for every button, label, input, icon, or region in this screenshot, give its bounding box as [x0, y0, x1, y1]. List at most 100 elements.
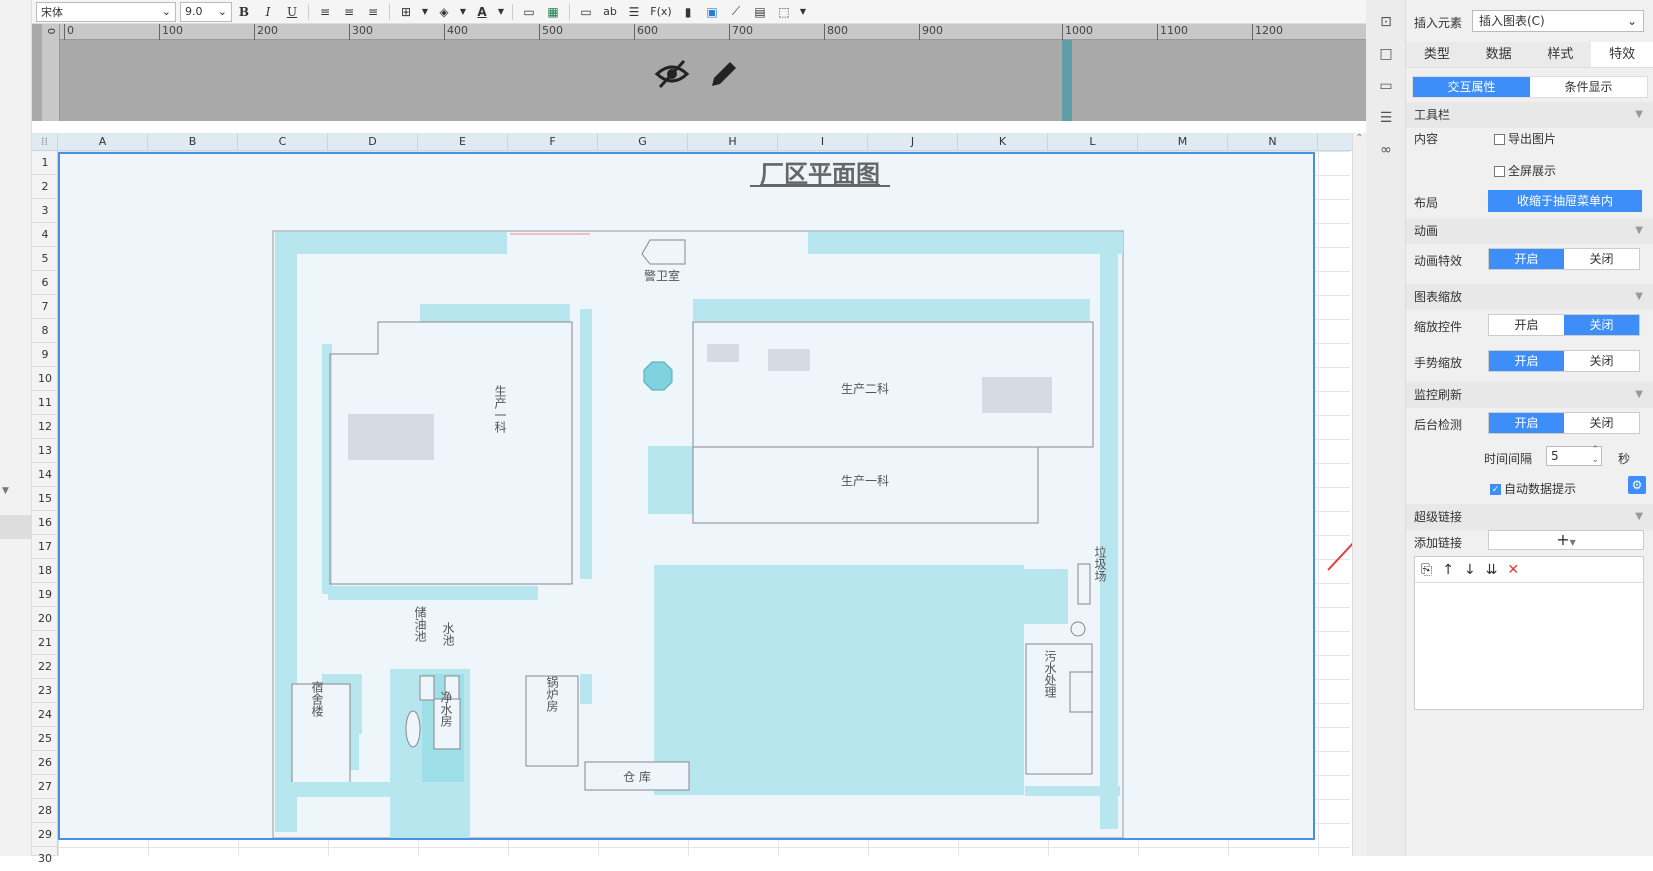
prod2-strip[interactable]: [693, 299, 1090, 321]
floor-plan-chart[interactable]: 厂区平面图 警卫室 生产一科 生产二科 生产一科: [58, 152, 1315, 840]
north-strip-left[interactable]: [275, 232, 507, 254]
sewage-building[interactable]: [1025, 643, 1093, 775]
border-icon[interactable]: ⊞: [400, 4, 412, 19]
column-header[interactable]: J: [868, 133, 958, 151]
prod1-right-building[interactable]: [692, 446, 1039, 524]
text-button[interactable]: ab: [603, 5, 617, 18]
align-center-icon[interactable]: ≡: [343, 4, 355, 19]
formula-button[interactable]: F(x): [650, 5, 672, 18]
section-monitor[interactable]: 监控刷新 ▼: [1406, 382, 1653, 408]
row-header[interactable]: 26: [32, 751, 58, 775]
column-header[interactable]: K: [958, 133, 1048, 151]
form-icon[interactable]: ▤: [754, 4, 766, 19]
east-strip[interactable]: [1100, 239, 1118, 829]
page-header-area[interactable]: [32, 24, 1366, 121]
auto-tip-option[interactable]: ✓自动数据提示: [1490, 480, 1576, 497]
section-hyperlink[interactable]: 超级链接 ▼: [1406, 504, 1653, 530]
animation-off-button[interactable]: 关闭: [1589, 252, 1614, 266]
subtab-condition[interactable]: 条件显示: [1564, 80, 1613, 94]
row-header[interactable]: 30: [32, 847, 58, 865]
stepper-icon[interactable]: ⌃⌄: [1591, 445, 1599, 465]
row-header[interactable]: 11: [32, 391, 58, 415]
auto-tip-checkbox[interactable]: ✓: [1490, 484, 1501, 495]
garbage-green[interactable]: [1024, 569, 1068, 624]
align-right-icon[interactable]: ≡: [367, 4, 379, 19]
subtab-interaction[interactable]: 交互属性: [1413, 77, 1530, 97]
column-header[interactable]: C: [238, 133, 328, 151]
boiler-house[interactable]: [525, 675, 579, 767]
tab-data[interactable]: 数据: [1485, 47, 1512, 62]
select-all-icon[interactable]: ⁞⁞: [32, 133, 58, 151]
fill-color-icon[interactable]: ◈: [439, 4, 449, 19]
row-header[interactable]: 28: [32, 799, 58, 823]
font-size-select[interactable]: 9.0 ⌄: [180, 1, 232, 22]
column-header[interactable]: F: [508, 133, 598, 151]
guard-room[interactable]: [641, 239, 686, 265]
west-strip[interactable]: [275, 232, 297, 832]
scroll-up-icon[interactable]: ⌃: [1355, 133, 1364, 144]
export-image-checkbox[interactable]: [1494, 134, 1505, 145]
chevron-down-icon[interactable]: ▼: [421, 7, 429, 16]
row-header[interactable]: 12: [32, 415, 58, 439]
row-header[interactable]: 7: [32, 295, 58, 319]
row-header[interactable]: 18: [32, 559, 58, 583]
align-left-icon[interactable]: ≡: [319, 4, 331, 19]
tab-type[interactable]: 类型: [1423, 47, 1450, 62]
row-header[interactable]: 9: [32, 343, 58, 367]
zoom-control-on-button[interactable]: 开启: [1514, 318, 1539, 332]
section-toolbar[interactable]: 工具栏 ▼: [1406, 102, 1653, 128]
row-header[interactable]: 2: [32, 175, 58, 199]
eye-hidden-icon[interactable]: [654, 56, 690, 92]
sort-icon[interactable]: ⇊: [1485, 561, 1498, 578]
row-header[interactable]: 19: [32, 583, 58, 607]
export-image-option[interactable]: 导出图片: [1494, 130, 1556, 147]
image-icon[interactable]: ▣: [706, 4, 718, 19]
column-header[interactable]: L: [1048, 133, 1138, 151]
storage-pool[interactable]: [419, 675, 435, 701]
paragraph-icon[interactable]: ☰: [628, 4, 640, 19]
row-header[interactable]: 13: [32, 439, 58, 463]
row-header[interactable]: 21: [32, 631, 58, 655]
font-color-button[interactable]: A: [477, 4, 487, 19]
collapse-arrow-icon[interactable]: ▼: [2, 486, 9, 496]
arrow-up-icon[interactable]: ↑: [1442, 561, 1454, 578]
cell-properties-icon[interactable]: ⊡: [1380, 14, 1392, 30]
insert-element-select[interactable]: 插入图表(C) ⌄: [1472, 10, 1644, 32]
text-field-icon[interactable]: ▭: [580, 4, 592, 19]
slash-icon[interactable]: ⟋: [731, 4, 741, 18]
column-header[interactable]: A: [58, 133, 148, 151]
row-header[interactable]: 8: [32, 319, 58, 343]
column-header[interactable]: N: [1228, 133, 1318, 151]
section-animation[interactable]: 动画 ▼: [1406, 218, 1653, 244]
animation-on-button[interactable]: 开启: [1489, 249, 1564, 269]
prod1-left-strip-right[interactable]: [580, 309, 592, 579]
water-house[interactable]: [433, 698, 461, 750]
row-header[interactable]: 4: [32, 223, 58, 247]
widget-properties-icon[interactable]: □: [1379, 46, 1393, 62]
bold-button[interactable]: B: [238, 4, 250, 19]
layout-value-button[interactable]: 收缩于抽屉菜单内: [1488, 190, 1642, 212]
pencil-icon[interactable]: [706, 56, 742, 92]
interval-input[interactable]: 5 ⌃⌄: [1546, 445, 1602, 466]
column-header[interactable]: H: [688, 133, 778, 151]
chevron-down-icon[interactable]: ▼: [459, 7, 467, 16]
fullscreen-checkbox[interactable]: [1494, 166, 1505, 177]
layout-properties-icon[interactable]: ☰: [1379, 110, 1393, 126]
row-header[interactable]: 15: [32, 487, 58, 511]
central-green[interactable]: [654, 565, 1024, 795]
add-link-button[interactable]: +▼: [1488, 530, 1644, 550]
arrow-down-icon[interactable]: ↓: [1463, 561, 1476, 578]
row-header[interactable]: 6: [32, 271, 58, 295]
north-strip-right[interactable]: [808, 232, 1123, 254]
row-header[interactable]: 22: [32, 655, 58, 679]
octagon-tank[interactable]: [643, 361, 673, 391]
bg-check-on-button[interactable]: 开启: [1489, 413, 1564, 433]
column-header[interactable]: E: [418, 133, 508, 151]
prod1-left-strip-bottom[interactable]: [328, 586, 538, 600]
row-header[interactable]: 5: [32, 247, 58, 271]
row-header[interactable]: 10: [32, 367, 58, 391]
gesture-zoom-off-button[interactable]: 关闭: [1589, 354, 1614, 368]
warehouse[interactable]: [584, 761, 690, 791]
bg-check-off-button[interactable]: 关闭: [1589, 416, 1614, 430]
vertical-scrollbar[interactable]: ⌃: [1352, 133, 1366, 856]
